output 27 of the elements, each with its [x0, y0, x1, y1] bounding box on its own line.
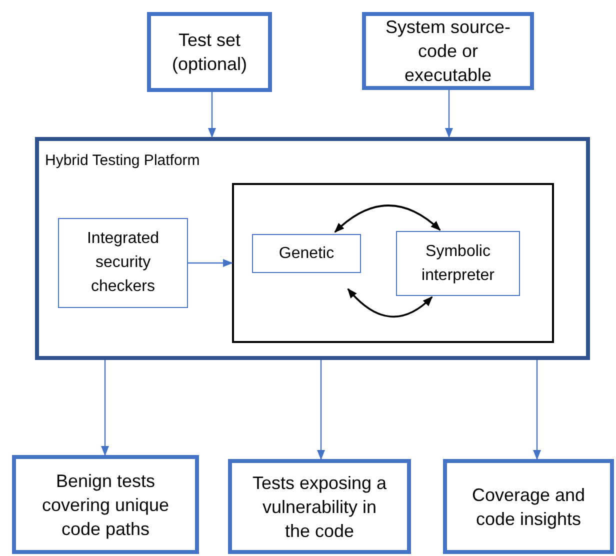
component-box	[252, 234, 361, 273]
box-label: Tests exposing a vulnerability in the code	[251, 472, 388, 542]
component-box	[396, 231, 520, 296]
box-label: Genetic	[278, 244, 334, 264]
arrow	[317, 360, 325, 460]
arrow	[533, 360, 541, 460]
process-box	[147, 12, 272, 92]
process-box	[228, 459, 411, 554]
box-label: Coverage and code insights	[470, 484, 586, 530]
arrow	[208, 92, 216, 138]
box-label: Integrated security checkers	[86, 229, 160, 297]
platform-container	[35, 137, 590, 360]
container-heading: Hybrid Testing Platform	[45, 151, 200, 171]
box-label: Test set (optional)	[170, 29, 248, 76]
box-label: Symbolic interpreter	[420, 242, 496, 286]
process-box	[12, 455, 199, 554]
process-box	[443, 459, 614, 554]
process-box	[362, 12, 534, 90]
arrow	[347, 288, 433, 318]
arrow	[188, 259, 233, 267]
component-box	[58, 218, 188, 308]
arrow	[445, 90, 453, 138]
box-label: System source-code or executable	[384, 16, 512, 87]
box-label: Benign tests covering unique code paths	[40, 470, 170, 540]
arrow	[334, 204, 441, 233]
engine-frame	[232, 183, 554, 343]
arrow	[101, 360, 109, 456]
